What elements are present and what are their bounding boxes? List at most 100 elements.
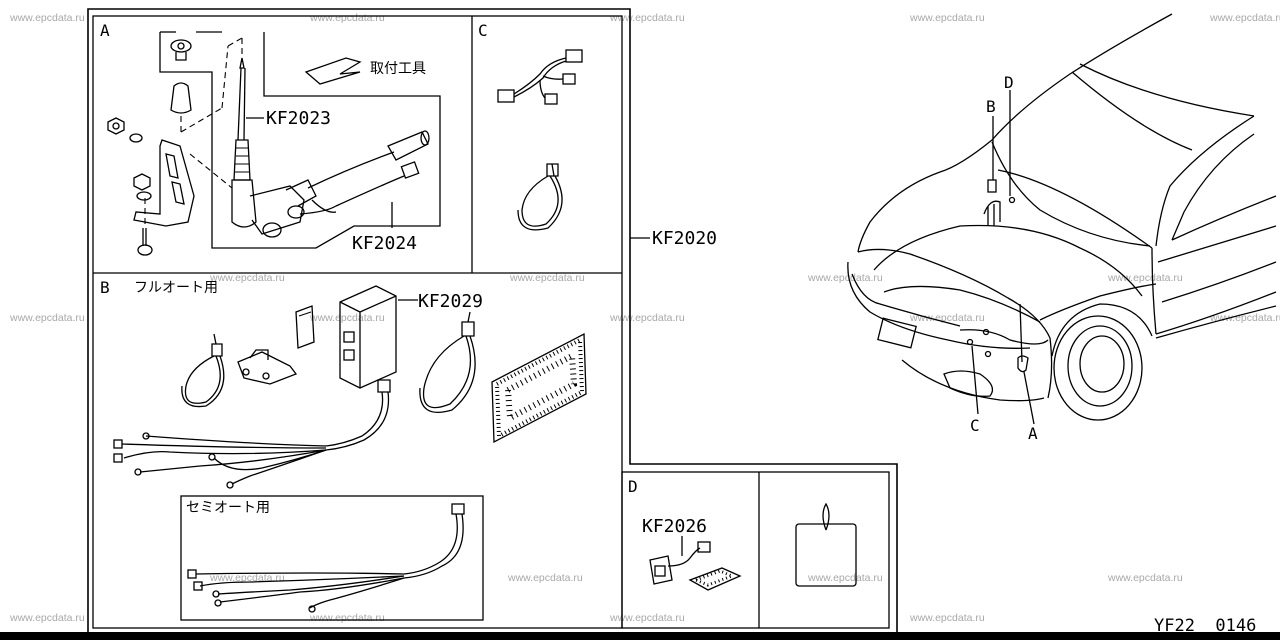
dashed-guide — [180, 107, 223, 133]
antenna-plug-end — [420, 130, 430, 146]
drain-hose — [311, 199, 337, 213]
switch-wire — [667, 547, 701, 567]
relay-screw — [262, 372, 270, 380]
adhesive-pad-texture — [691, 569, 737, 587]
car-bumper-top — [847, 261, 1031, 349]
harness-wire — [145, 435, 327, 447]
motor-cap — [262, 222, 282, 238]
watermark-text: www.epcdata.ru — [1107, 572, 1183, 584]
mounting-tool-icon — [304, 57, 362, 85]
watermark-text: www.epcdata.ru — [609, 12, 685, 24]
car-license-plate — [877, 317, 917, 349]
parts-bag-tie — [822, 502, 830, 531]
bolt-head — [137, 244, 153, 256]
watermark-text: www.epcdata.ru — [807, 272, 883, 284]
cable-tie-loop — [422, 335, 472, 409]
antenna-motor-housing — [231, 179, 257, 228]
car-hood-edge — [991, 141, 1151, 247]
callout-c-label: C — [970, 416, 980, 435]
outer-frame — [87, 8, 898, 632]
mounting-bracket — [133, 139, 195, 227]
car-door-front-edge — [1151, 247, 1157, 335]
kf2024-outline — [159, 32, 441, 249]
car-foglight — [943, 370, 994, 397]
watermark-text: www.epcdata.ru — [807, 572, 883, 584]
panel-d: D KF2026 — [628, 477, 857, 591]
card-line — [298, 311, 312, 317]
cable-tie-head — [211, 343, 223, 357]
watermark-text: www.epcdata.ru — [209, 272, 285, 284]
cable-tie-head — [546, 163, 559, 177]
antenna-mast — [237, 67, 242, 141]
car-hood-crease — [873, 224, 1143, 297]
control-unit-port — [343, 349, 355, 361]
harness-wire — [542, 75, 564, 80]
harness-wire — [121, 443, 327, 449]
harness-wire — [213, 449, 327, 471]
relay-tab — [249, 349, 269, 360]
panel-a-label: A — [100, 21, 110, 40]
callout-c-leader — [971, 345, 979, 415]
car-mount-point — [966, 338, 974, 346]
harness-terminal — [113, 453, 123, 463]
callout-a-leader — [1023, 371, 1035, 425]
harness-trunk — [325, 391, 384, 447]
car-a-pillar — [1155, 115, 1255, 247]
grommet-body — [175, 52, 187, 61]
watermark-text: www.epcdata.ru — [309, 312, 385, 324]
part-label-kf2029: KF2029 — [418, 291, 483, 312]
watermark-text: www.epcdata.ru — [309, 612, 385, 624]
dashed-guide — [221, 45, 229, 109]
panel-d-label: D — [628, 477, 638, 496]
panel-frames — [87, 8, 898, 632]
cable-tie-loop — [521, 175, 559, 227]
watermark-text: www.epcdata.ru — [9, 312, 85, 324]
panel-a: A — [100, 21, 441, 256]
panel-d-box — [621, 471, 890, 629]
watermark-text: www.epcdata.ru — [1107, 272, 1183, 284]
car-illustration: D B C A — [847, 13, 1277, 443]
washer-icon — [129, 133, 143, 143]
watermark-text: www.epcdata.ru — [1209, 12, 1280, 24]
cable-tie-head — [461, 321, 475, 337]
watermark-text: www.epcdata.ru — [9, 612, 85, 624]
car-roof-line — [1079, 63, 1255, 117]
foam-pad-texture — [504, 351, 578, 423]
nut-icon — [133, 173, 151, 191]
harness-connector — [451, 503, 465, 515]
harness-wire — [217, 575, 405, 595]
callout-b-label: B — [986, 97, 996, 116]
rubber-boot — [170, 82, 192, 114]
motor-cap — [287, 205, 305, 219]
harness-connector — [497, 89, 515, 103]
harness-wire — [219, 577, 405, 603]
harness-terminal — [214, 599, 222, 607]
harness-wire — [123, 449, 327, 459]
harness-wire — [513, 60, 567, 98]
control-unit-edge — [339, 301, 361, 313]
harness-connector — [377, 379, 391, 393]
car-tire — [1053, 315, 1143, 421]
car-hood-front — [857, 248, 1051, 339]
nut-hole — [112, 122, 120, 130]
adhesive-card — [295, 305, 315, 349]
page-code: YF22 0146 — [1154, 616, 1256, 636]
watermark-layer: www.epcdata.ru www.epcdata.ru www.epcdat… — [9, 12, 1280, 624]
panel-b-label: B — [100, 278, 110, 297]
dashed-guide — [227, 37, 243, 47]
antenna-tip — [239, 57, 245, 69]
car-hub — [1079, 335, 1125, 393]
nut-icon — [107, 117, 125, 135]
car-mount-point — [982, 328, 990, 336]
bottom-bar — [0, 632, 1280, 640]
watermark-text: www.epcdata.ru — [309, 12, 385, 24]
cable-tie-loop — [181, 355, 225, 408]
car-windshield-top — [857, 13, 1173, 253]
grommet-hole — [177, 42, 185, 50]
watermark-text: www.epcdata.ru — [909, 12, 985, 24]
car-rim — [1067, 325, 1133, 407]
semi-auto-label: セミオート用 — [186, 500, 270, 516]
harness-wire — [199, 575, 405, 587]
